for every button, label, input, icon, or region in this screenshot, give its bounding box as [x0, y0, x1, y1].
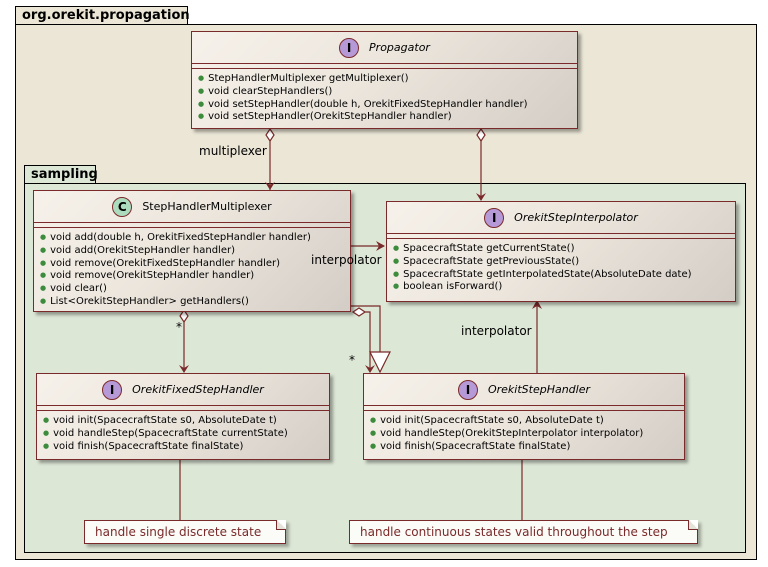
- realization-triangle: [369, 351, 391, 374]
- member: boolean isForward(): [393, 281, 735, 294]
- class-name: OrekitFixedStepHandler: [132, 383, 264, 396]
- aggregation-diamond: [265, 127, 275, 143]
- class-name: StepHandlerMultiplexer: [142, 200, 272, 213]
- member: void clear(): [40, 283, 350, 296]
- arrow-head: [532, 300, 542, 309]
- arrow-head: [365, 365, 375, 373]
- role-label-multiplexer: multiplexer: [199, 144, 267, 158]
- arrow-head: [265, 182, 275, 190]
- aggregation-diamond: [351, 307, 367, 317]
- note-text: handle continuous states valid throughou…: [360, 525, 668, 539]
- edge-multiplexer-realization: [350, 305, 381, 352]
- interface-icon: I: [102, 379, 123, 400]
- note-step-handler: handle continuous states valid throughou…: [349, 520, 698, 544]
- member: void add(double h, OrekitFixedStepHandle…: [40, 232, 350, 245]
- member: void init(SpacecraftState s0, AbsoluteDa…: [43, 415, 329, 428]
- member: SpacecraftState getPreviousState(): [393, 256, 735, 269]
- member: void clearStepHandlers(): [198, 86, 577, 99]
- note-text: handle single discrete state: [95, 525, 262, 539]
- member: void handleStep(OrekitStepInterpolator i…: [370, 428, 684, 441]
- member: void remove(OrekitStepHandler handler): [40, 270, 350, 283]
- multiplicity-label: *: [176, 320, 182, 334]
- member: SpacecraftState getInterpolatedState(Abs…: [393, 269, 735, 282]
- member-list: void init(SpacecraftState s0, AbsoluteDa…: [37, 410, 329, 453]
- member-list: void init(SpacecraftState s0, AbsoluteDa…: [364, 410, 684, 453]
- interface-icon: I: [339, 37, 360, 58]
- member: void setStepHandler(double h, OrekitFixe…: [198, 99, 577, 112]
- package-name: sampling: [31, 167, 98, 182]
- interface-icon: I: [484, 207, 505, 228]
- member: void remove(OrekitFixedStepHandler handl…: [40, 258, 350, 271]
- member: void init(SpacecraftState s0, AbsoluteDa…: [370, 415, 684, 428]
- note-fixed-step: handle single discrete state: [84, 520, 286, 544]
- class-header: I OrekitStepInterpolator: [387, 202, 735, 234]
- package-name: org.orekit.propagation: [22, 8, 190, 23]
- member: SpacecraftState getCurrentState(): [393, 243, 735, 256]
- class-orekit-step-handler[interactable]: I OrekitStepHandler void init(Spacecraft…: [363, 373, 685, 460]
- aggregation-diamond: [179, 308, 189, 324]
- interface-icon: I: [457, 379, 478, 400]
- arrow-head: [376, 241, 385, 251]
- member: List<OrekitStepHandler> getHandlers(): [40, 296, 350, 309]
- class-orekit-step-interpolator[interactable]: I OrekitStepInterpolator SpacecraftState…: [386, 201, 736, 302]
- multiplicity-label: *: [349, 353, 355, 367]
- package-tab-orekit-propagation: org.orekit.propagation: [15, 6, 190, 25]
- member: void finish(SpacecraftState finalState): [370, 441, 684, 454]
- class-name: Propagator: [369, 41, 430, 54]
- class-icon: C: [112, 196, 133, 217]
- member: void add(OrekitStepHandler handler): [40, 245, 350, 258]
- class-header: C StepHandlerMultiplexer: [34, 191, 350, 223]
- member-list: SpacecraftState getCurrentState() Spacec…: [387, 238, 735, 294]
- class-header: I OrekitStepHandler: [364, 374, 684, 406]
- member-list: void add(double h, OrekitFixedStepHandle…: [34, 227, 350, 309]
- role-label-interpolator: interpolator: [311, 253, 382, 267]
- arrow-head: [476, 193, 486, 201]
- arrow-head: [179, 365, 189, 373]
- member: StepHandlerMultiplexer getMultiplexer(): [198, 73, 577, 86]
- class-orekit-fixed-step-handler[interactable]: I OrekitFixedStepHandler void init(Space…: [36, 373, 330, 460]
- aggregation-diamond: [476, 127, 486, 143]
- member: void finish(SpacecraftState finalState): [43, 441, 329, 454]
- member: void setStepHandler(OrekitStepHandler ha…: [198, 111, 577, 124]
- class-name: OrekitStepInterpolator: [514, 211, 638, 224]
- class-header: I Propagator: [192, 32, 577, 64]
- class-propagator[interactable]: I Propagator StepHandlerMultiplexer getM…: [191, 31, 578, 129]
- role-label-interpolator: interpolator: [461, 324, 532, 338]
- class-header: I OrekitFixedStepHandler: [37, 374, 329, 406]
- member-list: StepHandlerMultiplexer getMultiplexer() …: [192, 68, 577, 124]
- class-step-handler-multiplexer[interactable]: C StepHandlerMultiplexer void add(double…: [33, 190, 351, 312]
- package-tab-sampling: sampling: [24, 165, 98, 184]
- class-name: OrekitStepHandler: [487, 383, 591, 396]
- member: void handleStep(SpacecraftState currentS…: [43, 428, 329, 441]
- edge-multiplexer-stephandler: [359, 311, 371, 372]
